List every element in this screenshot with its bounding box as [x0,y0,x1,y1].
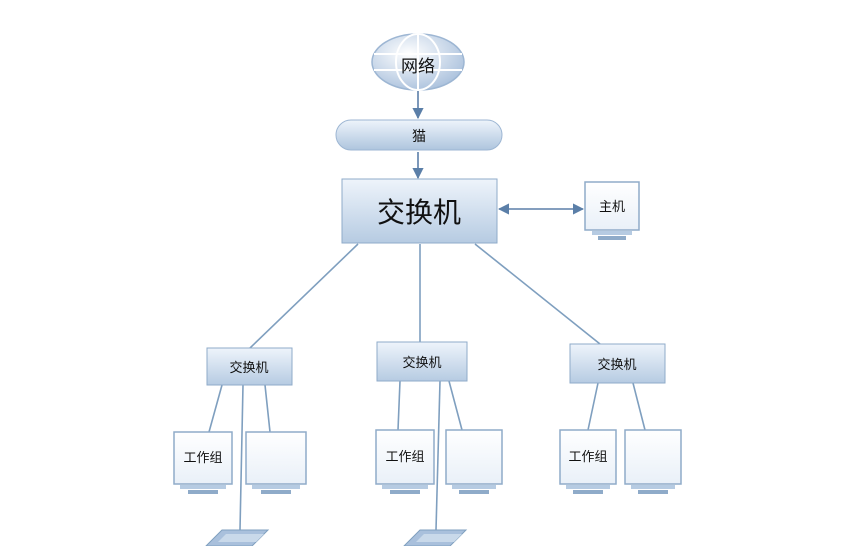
internet-label: 网络 [401,57,435,77]
laptop-2-icon [403,529,468,546]
internet-globe-icon: 网络 [371,33,465,91]
core-switch-node: 交换机 [341,178,498,244]
workgroup-2-monitor-icon: 工作组 [375,429,435,494]
pc-3-monitor-icon [624,429,682,494]
core-switch-label: 交换机 [377,196,461,229]
switch-1-label: 交换机 [229,360,268,376]
core-to-switch-3-link [474,243,601,345]
workgroup-1-monitor-icon: 工作组 [173,431,233,494]
switch-2-downlink [435,380,441,531]
switch-1-downlink [239,384,244,531]
switch-3-to-workgroup-link [587,382,599,431]
laptop-1-icon [205,529,270,546]
switch-1-node: 交换机 [206,347,293,386]
host-monitor-icon: 主机 [584,181,640,240]
core-to-switch-1-link [249,243,359,349]
switch-3-node: 交换机 [569,343,666,384]
switch-2-to-workgroup-link [397,380,401,431]
workgroup-2-label: 工作组 [385,450,424,465]
pc-1-monitor-icon [245,431,307,494]
pc-2-monitor-icon [445,429,503,494]
switch-1-to-pc-link [264,384,271,433]
modem-node: 猫 [335,119,503,151]
switch-2-node: 交换机 [376,341,468,382]
workgroup-3-label: 工作组 [568,450,607,465]
switch-2-to-pc-link [448,380,463,431]
workgroup-1-label: 工作组 [183,451,222,466]
switch-3-to-pc-link [632,382,646,431]
switch-3-label: 交换机 [597,357,636,373]
workgroup-3-monitor-icon: 工作组 [559,429,617,494]
switch-2-label: 交换机 [402,355,441,371]
switch-1-to-workgroup-link [208,384,223,433]
host-label: 主机 [599,200,625,215]
modem-label: 猫 [412,129,426,145]
